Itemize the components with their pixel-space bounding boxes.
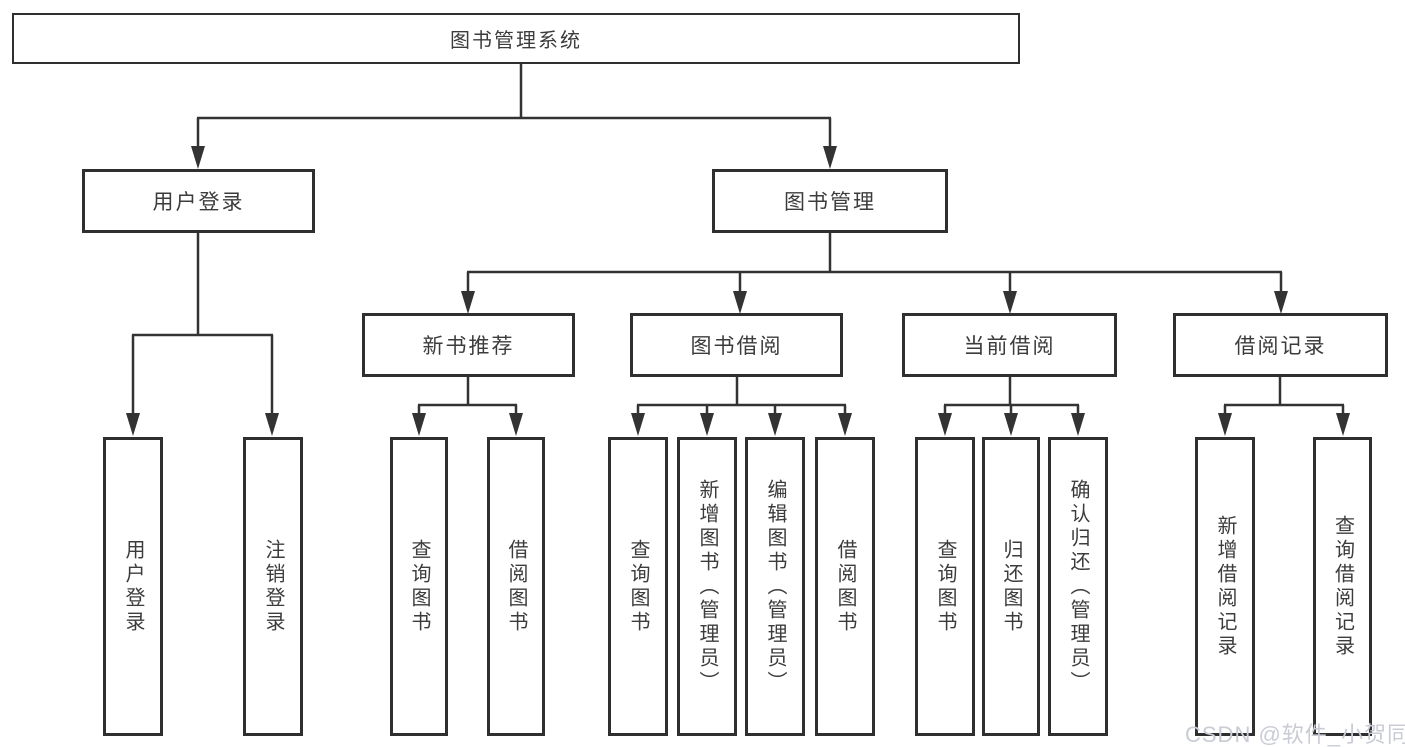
node-new-book-recommend-label: 新书推荐: [422, 335, 515, 358]
leaf-confirm-return-admin: 确认归还（管理员）: [1048, 437, 1108, 736]
leaf-user-login-label: 用户登录: [122, 538, 144, 635]
leaf-edit-book-admin-label: 编辑图书（管理员）: [764, 478, 786, 695]
node-root: 图书管理系统: [12, 13, 1020, 64]
leaf-query-book-3-label: 查询图书: [934, 538, 956, 635]
leaf-query-book-2: 查询图书: [608, 437, 668, 736]
leaf-add-borrow-record-label: 新增借阅记录: [1214, 514, 1236, 659]
leaf-logout: 注销登录: [243, 437, 303, 736]
node-user-login: 用户登录: [82, 169, 315, 233]
leaf-confirm-return-admin-label: 确认归还（管理员）: [1067, 478, 1089, 695]
leaf-borrow-book-1: 借阅图书: [487, 437, 545, 736]
node-book-management: 图书管理: [712, 169, 948, 233]
leaf-borrow-book-1-label: 借阅图书: [505, 538, 527, 635]
leaf-borrow-book-2-label: 借阅图书: [834, 538, 856, 635]
leaf-logout-label: 注销登录: [262, 538, 284, 635]
leaf-query-borrow-record-label: 查询借阅记录: [1331, 514, 1354, 659]
node-current-borrow: 当前借阅: [902, 313, 1117, 377]
node-current-borrow-label: 当前借阅: [963, 335, 1056, 358]
node-book-management-label: 图书管理: [784, 191, 876, 214]
leaf-query-book-1-label: 查询图书: [408, 538, 430, 635]
leaf-query-borrow-record: 查询借阅记录: [1313, 437, 1372, 736]
node-borrow-records-label: 借阅记录: [1234, 335, 1327, 358]
leaf-query-book-1: 查询图书: [390, 437, 448, 736]
leaf-query-book-3: 查询图书: [915, 437, 975, 736]
leaf-add-book-admin: 新增图书（管理员）: [677, 437, 737, 736]
leaf-query-book-2-label: 查询图书: [627, 538, 649, 635]
leaf-borrow-book-2: 借阅图书: [815, 437, 875, 736]
watermark: CSDN @软件_小贺同学: [1185, 722, 1405, 747]
node-new-book-recommend: 新书推荐: [362, 313, 575, 377]
leaf-add-borrow-record: 新增借阅记录: [1195, 437, 1255, 736]
node-borrow-records: 借阅记录: [1173, 313, 1388, 377]
leaf-return-book: 归还图书: [982, 437, 1040, 736]
arrowheads: [126, 146, 1350, 436]
node-book-borrow-label: 图书借阅: [690, 335, 783, 358]
node-user-login-label: 用户登录: [152, 191, 245, 214]
leaf-edit-book-admin: 编辑图书（管理员）: [745, 437, 805, 736]
node-book-borrow: 图书借阅: [630, 313, 843, 377]
leaf-user-login: 用户登录: [103, 437, 163, 736]
leaf-return-book-label: 归还图书: [1000, 538, 1022, 635]
leaf-add-book-admin-label: 新增图书（管理员）: [696, 478, 718, 695]
node-root-label: 图书管理系统: [450, 30, 582, 52]
